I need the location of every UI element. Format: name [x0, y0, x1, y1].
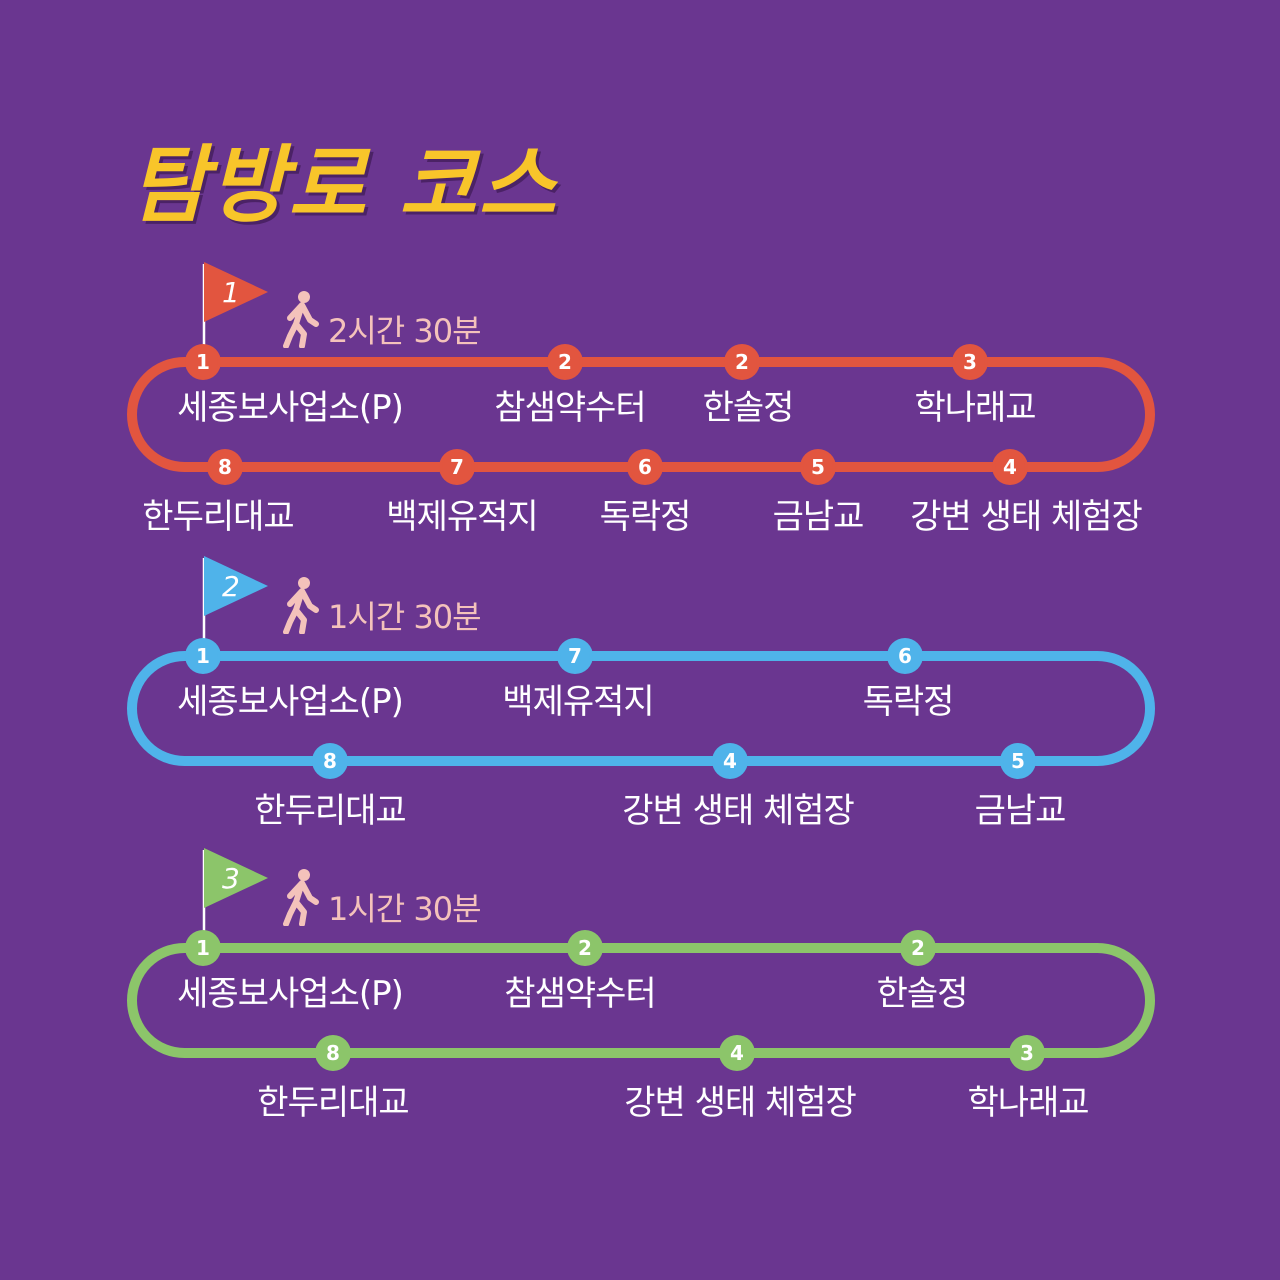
stop-label: 세종보사업소(P) — [177, 974, 404, 1014]
stop-label: 학나래교 — [967, 1083, 1089, 1123]
course-duration: 1시간 30분 — [328, 598, 482, 636]
stop-label: 강변 생태 체험장 — [910, 497, 1143, 537]
stop-label: 학나래교 — [914, 388, 1036, 428]
flag-icon: 2 — [202, 556, 268, 649]
walking-person-icon — [283, 291, 319, 348]
course-2-track — [127, 651, 1155, 766]
stop-number-badge: 1 — [188, 641, 218, 671]
walking-person-icon — [283, 869, 319, 926]
stop-label: 금남교 — [974, 791, 1067, 831]
stop-number-badge: 4 — [995, 452, 1025, 482]
stop-label: 강변 생태 체험장 — [622, 791, 855, 831]
stop-number-badge: 8 — [318, 1038, 348, 1068]
stop-label: 한두리대교 — [142, 497, 294, 537]
stop-number-badge: 7 — [560, 641, 590, 671]
course-1: 1 2시간 30분 1 세종보사업소(P) 2 참샘약수터 2 한솔정 3 학나래교 8 한두리대교 7… — [0, 262, 1280, 542]
stop-number-badge: 1 — [188, 933, 218, 963]
stop-label: 강변 생태 체험장 — [624, 1083, 857, 1123]
stop-label: 독락정 — [862, 682, 955, 722]
course-duration: 1시간 30분 — [328, 890, 482, 928]
stop-number-badge: 2 — [727, 347, 757, 377]
flag-number: 2 — [222, 570, 240, 603]
stop-number-badge: 3 — [955, 347, 985, 377]
stop-label: 한솔정 — [876, 974, 969, 1014]
stop-label: 한두리대교 — [254, 791, 406, 831]
stop-number-badge: 1 — [188, 347, 218, 377]
flag-number: 1 — [222, 276, 240, 309]
stop-label: 한두리대교 — [257, 1083, 409, 1123]
stop-label: 독락정 — [599, 497, 692, 537]
stop-label: 참샘약수터 — [494, 388, 646, 428]
stop-number-badge: 3 — [1012, 1038, 1042, 1068]
course-duration: 2시간 30분 — [328, 312, 482, 350]
page-title: 탐방로 코스 — [130, 136, 558, 234]
flag-icon: 3 — [202, 848, 268, 941]
stop-number-badge: 4 — [715, 746, 745, 776]
stop-number-badge: 2 — [903, 933, 933, 963]
stop-label: 세종보사업소(P) — [177, 682, 404, 722]
route-line — [127, 651, 1155, 766]
stop-number-badge: 5 — [1003, 746, 1033, 776]
stop-label: 세종보사업소(P) — [177, 388, 404, 428]
stop-number-badge: 8 — [315, 746, 345, 776]
stop-label: 참샘약수터 — [504, 974, 656, 1014]
course-2: 2 1시간 30분 1 세종보사업소(P) 7 백제유적지 6 독락정 8 한두리대교 4 강변 생태… — [0, 556, 1280, 836]
course-3: 3 1시간 30분 1 세종보사업소(P) 2 참샘약수터 2 한솔정 8 한두리대교 4 강변 생태… — [0, 848, 1280, 1128]
walking-person-icon — [283, 577, 319, 634]
flag-icon: 1 — [202, 262, 268, 355]
stop-label: 금남교 — [772, 497, 865, 537]
stop-number-badge: 8 — [210, 452, 240, 482]
route-line — [127, 943, 1155, 1058]
stop-number-badge: 2 — [570, 933, 600, 963]
stop-label: 백제유적지 — [502, 682, 654, 722]
stop-number-badge: 4 — [722, 1038, 752, 1068]
course-3-track — [127, 943, 1155, 1058]
flag-number: 3 — [222, 862, 240, 895]
stop-number-badge: 5 — [803, 452, 833, 482]
stop-number-badge: 7 — [442, 452, 472, 482]
stop-number-badge: 6 — [630, 452, 660, 482]
stop-number-badge: 2 — [550, 347, 580, 377]
stop-number-badge: 6 — [890, 641, 920, 671]
stop-label: 백제유적지 — [386, 497, 538, 537]
stop-label: 한솔정 — [702, 388, 795, 428]
